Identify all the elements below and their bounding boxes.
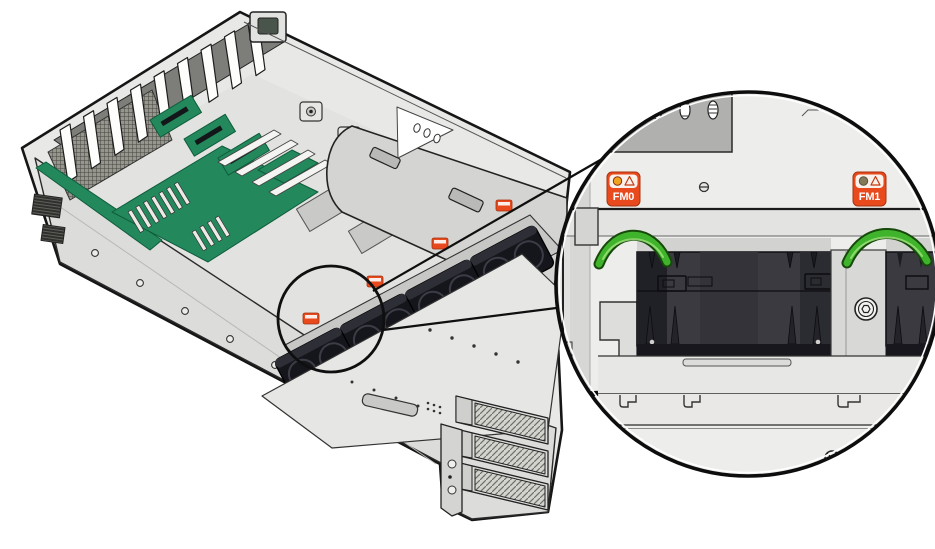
duct-handle-slot bbox=[369, 146, 401, 170]
chassis-notch bbox=[619, 395, 637, 408]
detail-magnified-view: FM0 FM1 bbox=[554, 90, 935, 478]
fan-module-1-handle[interactable] bbox=[841, 228, 933, 269]
torx-screw-icon bbox=[854, 297, 878, 321]
vent-hole bbox=[627, 100, 639, 120]
right-rim-line bbox=[243, 21, 567, 179]
fan-module-0-tag: FM0 bbox=[606, 171, 641, 207]
fan-bay-recess bbox=[637, 238, 831, 254]
rear-pcie-slots bbox=[59, 17, 266, 183]
fan-module-1-tag: FM1 bbox=[852, 171, 887, 207]
fan-tray-front bbox=[556, 355, 935, 395]
chassis-floor-edge bbox=[556, 394, 935, 429]
chassis-notch bbox=[837, 395, 861, 408]
fan-service-tag bbox=[302, 312, 320, 325]
rear-latch bbox=[249, 11, 287, 43]
cover-rivets bbox=[350, 328, 520, 408]
drive-ear-bracket bbox=[440, 423, 463, 517]
fan-guide-spikes bbox=[645, 251, 822, 345]
fan-module-0-label: FM0 bbox=[613, 191, 634, 203]
panel-step-mark bbox=[801, 109, 822, 117]
tray-slot bbox=[682, 358, 792, 367]
fan-service-tag bbox=[431, 237, 449, 250]
fan-module-1-label: FM1 bbox=[859, 191, 880, 203]
front-cover bbox=[261, 253, 567, 449]
drive-tray bbox=[455, 395, 549, 445]
fan-service-tag bbox=[495, 199, 513, 212]
chassis-notch bbox=[683, 395, 701, 408]
dimm-comb bbox=[127, 181, 191, 233]
callout-leader-line-upper bbox=[372, 143, 629, 292]
callout-leader-line-lower bbox=[382, 303, 581, 332]
warning-triangle-icon bbox=[624, 175, 635, 186]
top-vent-panel bbox=[556, 92, 733, 153]
callout-source-circle bbox=[276, 264, 386, 374]
connector-block bbox=[575, 388, 588, 396]
server-isometric-view bbox=[20, 10, 572, 522]
drive-bays bbox=[440, 395, 549, 517]
duct-handle-slot bbox=[448, 187, 484, 213]
service-ok-led-icon bbox=[858, 176, 869, 186]
bay-divider bbox=[830, 249, 887, 361]
fan-bay-0 bbox=[636, 251, 832, 356]
rear-wall-vents bbox=[31, 193, 66, 244]
dimm-comb bbox=[191, 215, 231, 252]
vent-hole bbox=[707, 100, 719, 120]
front-panel-slot bbox=[361, 393, 419, 417]
detail-circle-ring bbox=[554, 90, 935, 478]
warning-triangle-icon bbox=[870, 175, 881, 186]
dimm-sockets bbox=[217, 129, 333, 197]
fan-module-0-handle[interactable] bbox=[593, 229, 673, 270]
front-panel-dots bbox=[426, 401, 442, 415]
detail-circle-inner-ring bbox=[558, 94, 935, 474]
duct-indicator-label bbox=[396, 106, 454, 159]
screw-hole bbox=[698, 181, 710, 193]
service-required-led-icon bbox=[612, 176, 623, 186]
